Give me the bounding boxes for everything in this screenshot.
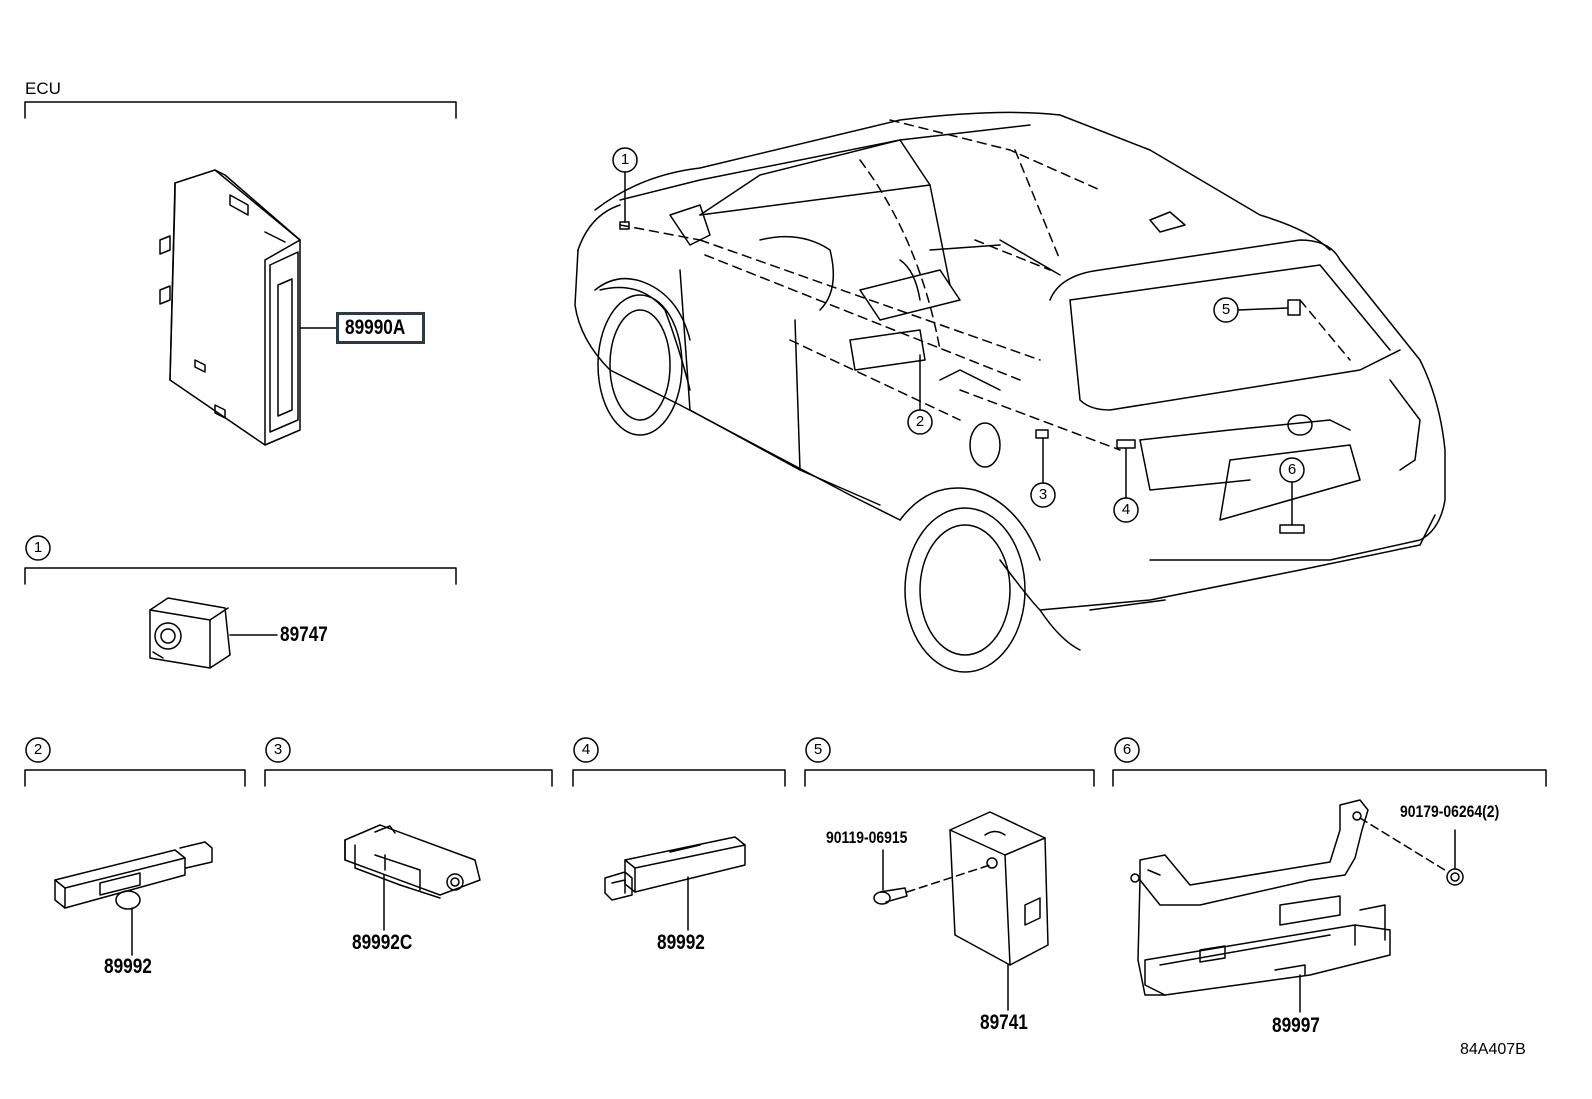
part-number-89992-b[interactable]: 89992 bbox=[657, 931, 705, 954]
section-6-bracket bbox=[1112, 769, 1547, 787]
section-3-circle bbox=[265, 737, 291, 763]
part-89741-drawing bbox=[949, 811, 1049, 966]
section-6-number: 6 bbox=[1122, 741, 1132, 758]
bolt-90119-drawing bbox=[873, 887, 908, 905]
part-number-90179-06264[interactable]: 90179-06264(2) bbox=[1400, 802, 1500, 821]
car-callout-3: 3 bbox=[1038, 486, 1048, 503]
drawing-code: 84A407B bbox=[1460, 1041, 1526, 1058]
part-89747-drawing bbox=[149, 597, 231, 669]
car-dashed-lines bbox=[619, 119, 1351, 451]
car-callout-2: 2 bbox=[915, 413, 925, 430]
part-89997-drawing bbox=[1130, 799, 1391, 996]
ecu-label: ECU bbox=[25, 79, 61, 98]
section-3-bracket bbox=[264, 769, 553, 787]
section-2-number: 2 bbox=[33, 741, 43, 758]
part-number-89747[interactable]: 89747 bbox=[280, 623, 328, 646]
bolt-dash bbox=[906, 864, 991, 893]
car-callout-5: 5 bbox=[1221, 301, 1231, 318]
part-number-89992c[interactable]: 89992C bbox=[352, 931, 413, 954]
section-4-number: 4 bbox=[581, 741, 591, 758]
section-2-bracket bbox=[24, 769, 246, 787]
section-5-bracket bbox=[804, 769, 1095, 787]
car-callout-6: 6 bbox=[1287, 461, 1297, 478]
ecu-bracket bbox=[24, 101, 457, 119]
section-1-bracket bbox=[24, 567, 457, 585]
section-1-circle bbox=[25, 535, 51, 561]
section-6-circle bbox=[1114, 737, 1140, 763]
part-number-89990a[interactable]: 89990A bbox=[345, 316, 406, 339]
car-drawing bbox=[574, 111, 1446, 673]
section-3-number: 3 bbox=[273, 741, 283, 758]
section-4-circle bbox=[573, 737, 599, 763]
car-callout-4: 4 bbox=[1121, 501, 1131, 518]
part-89992-a-drawing bbox=[54, 841, 213, 910]
section-2-circle bbox=[25, 737, 51, 763]
part-89992-b-drawing bbox=[604, 836, 746, 901]
nut-90179-drawing bbox=[1446, 868, 1464, 886]
ecu-module-drawing bbox=[159, 169, 301, 446]
part-89992c-drawing bbox=[344, 824, 481, 899]
section-5-number: 5 bbox=[813, 741, 823, 758]
part-number-89992-a[interactable]: 89992 bbox=[104, 955, 152, 978]
car-callout-1: 1 bbox=[620, 151, 630, 168]
part-number-89741[interactable]: 89741 bbox=[980, 1011, 1028, 1034]
part-number-90119-06915[interactable]: 90119-06915 bbox=[826, 828, 908, 847]
part-number-89997[interactable]: 89997 bbox=[1272, 1014, 1320, 1037]
section-5-circle bbox=[805, 737, 831, 763]
section-4-bracket bbox=[572, 769, 786, 787]
section-1-number: 1 bbox=[33, 539, 43, 556]
part-89990a-highlight bbox=[336, 312, 425, 344]
nut-dash bbox=[1359, 817, 1449, 873]
